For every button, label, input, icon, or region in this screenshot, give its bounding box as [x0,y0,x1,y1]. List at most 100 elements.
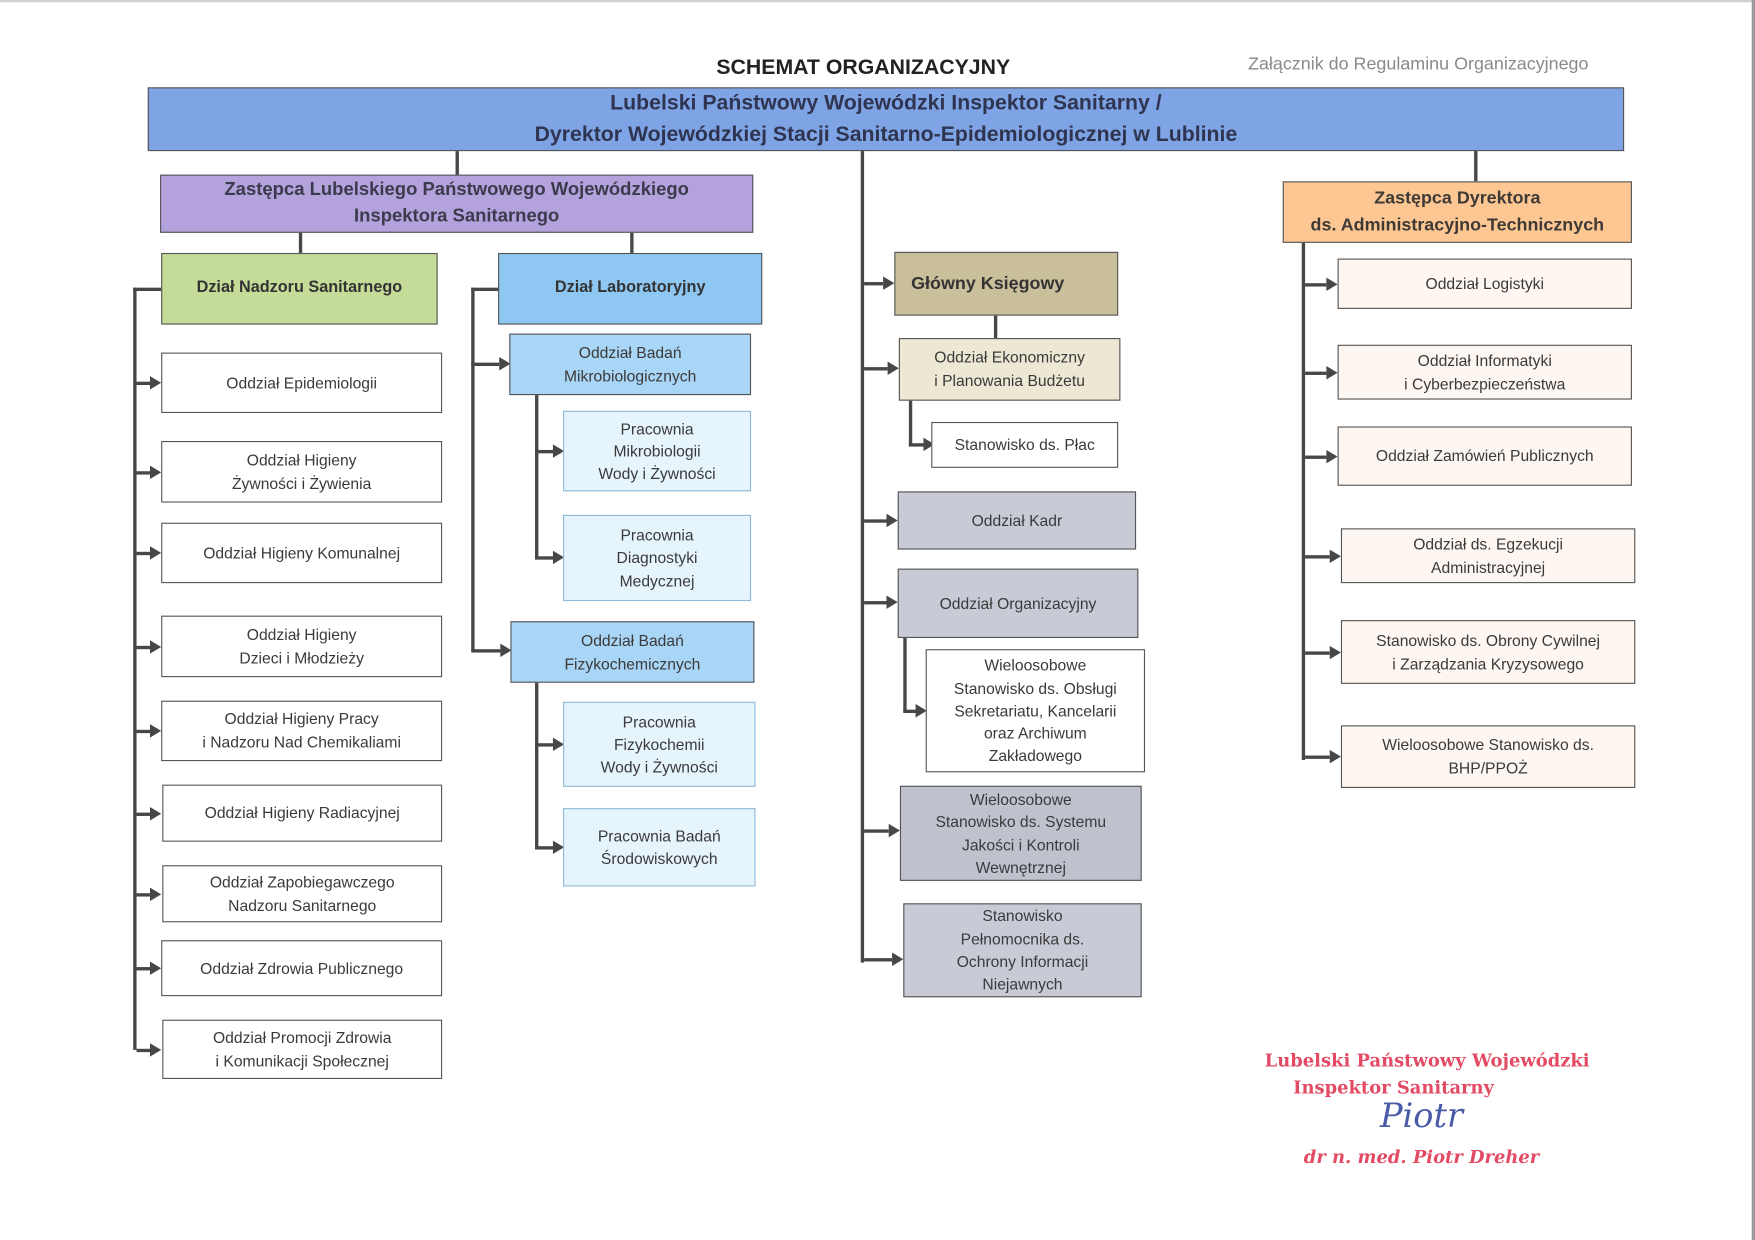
connector [136,729,150,734]
arrow-icon [149,465,162,480]
connector [298,232,303,253]
sanitary-unit-box: Oddział Higieny Radiacyjnej [162,784,443,842]
connector [133,287,162,292]
arrow-icon [149,546,162,560]
arrow-icon [500,643,512,658]
annex-label: Załącznik do Regulaminu Organizacyjnego [1248,54,1589,74]
connector [535,556,556,560]
sanitary-unit-box: Oddział Zdrowia Publicznego [161,940,443,997]
arrow-icon [552,550,565,565]
lab-physchem-water-food: Pracownia Fizykochemii Wody i Żywności [563,701,756,787]
connector [1305,283,1327,287]
connector [455,151,459,176]
arrow-icon [149,724,162,738]
connector [136,1048,150,1053]
chief-accountant-box: Główny Księgowy [894,251,1119,316]
admin-unit-box: Wieloosobowe Stanowisko ds. BHP/PPOŻ [1340,725,1636,788]
connector [471,362,500,367]
sanitary-unit-box: Oddział Higieny Dzieci i Młodzieży [161,615,443,678]
arrow-icon [1326,449,1338,464]
connector [864,829,889,833]
admin-unit-box: Oddział Zamówień Publicznych [1337,426,1632,486]
connector [864,282,884,286]
lab-micro-water-food: Pracownia Mikrobiologii Wody i Żywności [563,410,752,492]
connector [471,287,499,292]
arrow-icon [883,276,895,290]
sanitary-unit-box: Oddział Higieny Żywności i Żywienia [161,441,443,503]
connector [864,519,887,523]
admin-unit-box: Oddział Informatyki i Cyberbezpieczeństw… [1337,344,1632,400]
payroll-post-box: Stanowisko ds. Płac [931,421,1119,468]
stamp-line-2: Inspektor Sanitarny [1293,1076,1494,1099]
connector [471,649,501,653]
arrow-icon [887,361,899,375]
signature: Piotr [1379,1096,1464,1137]
arrow-icon [149,376,162,390]
connector [1305,455,1327,459]
arrow-icon [149,961,162,975]
connector [993,315,998,339]
arrow-icon [552,444,565,458]
arrow-icon [888,823,900,838]
arrow-icon [1329,645,1341,660]
admin-unit-box: Oddział Logistyki [1337,258,1632,309]
sanitary-unit-box: Oddział Higieny Pracy i Nadzoru Nad Chem… [161,700,443,762]
physchem-dept-box: Oddział Badań Fizykochemicznych [510,621,755,683]
connector [1305,651,1330,655]
connector [864,958,893,962]
connector [136,551,150,556]
connector [903,709,917,713]
connector [535,449,556,454]
connector [908,443,925,447]
arrow-icon [499,357,511,371]
root-director-box: Lubelski Państwowy Wojewódzki Inspektor … [147,87,1625,152]
connector [535,682,539,849]
admin-unit-box: Oddział ds. Egzekucji Administracyjnej [1340,528,1636,584]
connector [535,743,556,747]
stamp-name: dr n. med. Piotr Dreher [1303,1146,1540,1168]
stamp-line-1: Lubelski Państwowy Wojewódzki [1264,1049,1590,1072]
quality-post-box: Wieloosobowe Stanowisko ds. Systemu Jako… [899,785,1142,881]
arrow-icon [149,1043,162,1057]
sanitary-supervision-division: Dział Nadzoru Sanitarnego [161,252,438,325]
secretariat-post-box: Wieloosobowe Stanowisko ds. Obsługi Sekr… [925,649,1146,773]
arrow-icon [1329,549,1341,564]
connector [136,645,150,650]
chart-title: SCHEMAT ORGANIZACYJNY [716,55,1011,80]
connector [864,367,888,371]
arrow-icon [149,887,162,902]
connector [535,395,539,559]
arrow-icon [886,513,898,528]
connector [1305,755,1330,759]
arrow-icon [923,437,935,452]
lab-environmental: Pracownia Badań Środowiskowych [563,808,756,887]
arrow-icon [886,595,898,609]
connector [903,638,907,712]
arrow-icon [149,640,162,654]
connector [1474,151,1478,182]
deputy-director-box: Zastępca Dyrektora ds. Administracyjno-T… [1282,181,1632,243]
connector-admin-spine [1301,242,1306,761]
arrow-icon [552,737,565,752]
connector [1305,371,1327,375]
connector [136,381,150,386]
sanitary-unit-box: Oddział Higieny Komunalnej [161,522,443,584]
connector [1305,555,1330,559]
hr-dept-box: Oddział Kadr [897,491,1137,550]
arrow-icon [1326,277,1338,292]
connector [908,400,913,446]
arrow-icon [552,840,565,855]
scan-top-edge [0,0,1755,3]
connector [136,967,150,971]
economic-dept-box: Oddział Ekonomiczny i Planowania Budżetu [898,338,1121,401]
connector [136,471,150,475]
admin-unit-box: Stanowisko ds. Obrony Cywilnej i Zarządz… [1340,620,1636,684]
arrow-icon [892,952,904,966]
connector-lab-spine [471,287,475,652]
arrow-icon [915,704,927,718]
laboratory-division: Dział Laboratoryjny [498,252,763,325]
connector [864,601,887,605]
sanitary-unit-box: Oddział Zapobiegawczego Nadzoru Sanitarn… [162,865,443,923]
scan-right-edge [1751,0,1755,1240]
